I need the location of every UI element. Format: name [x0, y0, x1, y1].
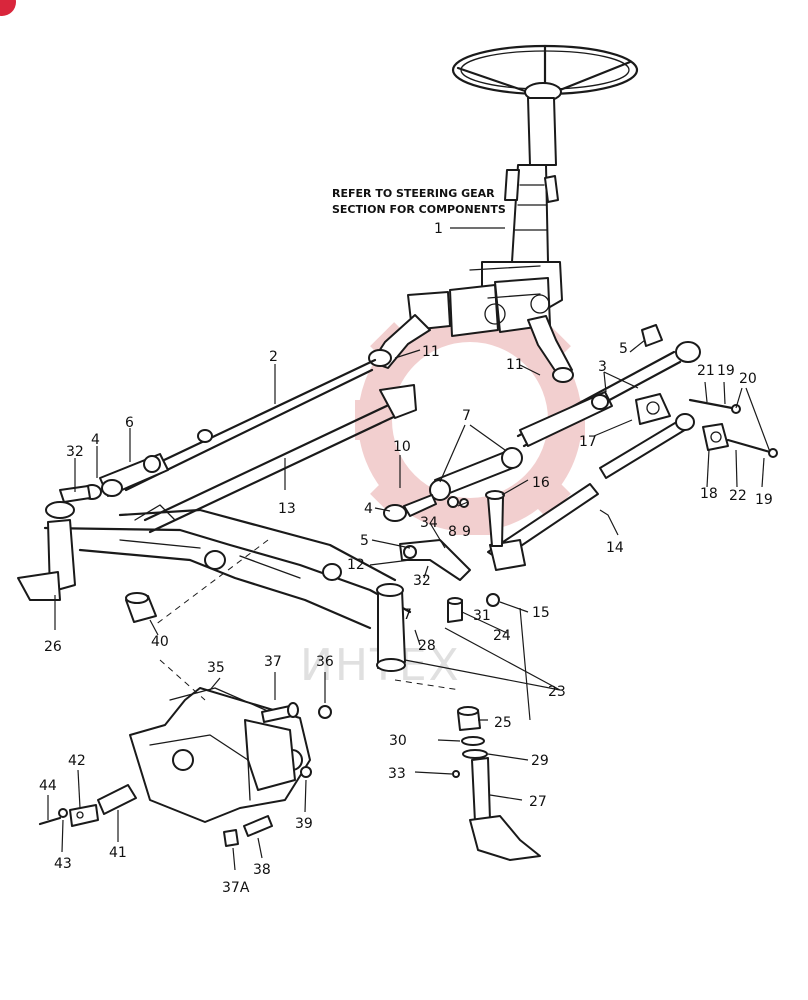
- callout-16: 16: [532, 475, 550, 491]
- callout-42: 42: [68, 753, 86, 769]
- bushing-31: [486, 593, 500, 607]
- bushing-40: [125, 592, 157, 623]
- callout-34: 34: [420, 515, 438, 531]
- callout-43: 43: [54, 856, 72, 872]
- stud-38: [243, 815, 273, 837]
- callout-2: 2: [269, 349, 278, 365]
- steering-gear-housing: [407, 261, 563, 337]
- left-steering-arm: [368, 314, 431, 369]
- callout-32-center: 32: [413, 573, 431, 589]
- callout-44: 44: [39, 778, 57, 794]
- callout-37a: 37A: [222, 880, 250, 896]
- callout-27: 27: [529, 794, 547, 810]
- pin-41: [97, 784, 137, 815]
- note-line-2: SECTION FOR COMPONENTS: [332, 203, 506, 216]
- callout-7-bottom: 7: [403, 607, 412, 623]
- callout-17: 17: [579, 434, 597, 450]
- bolt-37: [261, 702, 299, 723]
- callout-1: 1: [434, 221, 443, 237]
- steering-wheel: [451, 44, 639, 102]
- callout-39: 39: [295, 816, 313, 832]
- spindle-27: [469, 757, 541, 861]
- callout-41: 41: [109, 845, 127, 861]
- nut-39: [300, 766, 312, 778]
- bolt-44: [38, 816, 62, 826]
- callout-4-left: 4: [91, 432, 100, 448]
- callout-24: 24: [493, 628, 511, 644]
- callout-14: 14: [606, 540, 624, 556]
- callout-33: 33: [388, 766, 406, 782]
- seal-29: [462, 749, 488, 759]
- front-axle-beam: [43, 504, 412, 630]
- callout-32-left: 32: [66, 444, 84, 460]
- nut-8: [447, 496, 459, 508]
- nut-37a: [223, 829, 239, 847]
- bolt-21: [688, 398, 741, 414]
- left-spindle-26: [17, 501, 76, 601]
- leader-lines: [47, 227, 771, 871]
- callout-4-center: 4: [364, 501, 373, 517]
- callout-19-top: 19: [717, 363, 735, 379]
- callout-6: 6: [125, 415, 134, 431]
- tie-rod-end-6: [99, 453, 169, 497]
- assembly-line: [154, 539, 269, 626]
- tie-rod-3: [516, 350, 682, 448]
- pin-33: [452, 770, 460, 778]
- callout-8: 8: [448, 524, 457, 540]
- callout-38: 38: [253, 862, 271, 878]
- corner-badge: [0, 0, 16, 16]
- right-steering-arm: [527, 315, 574, 383]
- washer-30: [461, 736, 485, 746]
- bushing-25: [457, 706, 481, 731]
- callout-30: 30: [389, 733, 407, 749]
- right-axle-end-23: [376, 583, 406, 672]
- bolt-16: [485, 490, 505, 547]
- callout-26: 26: [44, 639, 62, 655]
- plate-42: [69, 804, 99, 827]
- callout-40: 40: [151, 634, 169, 650]
- ball-joint-4: [383, 494, 437, 522]
- callout-5-right: 5: [619, 341, 628, 357]
- callout-19-bottom: 19: [755, 492, 773, 508]
- callout-37: 37: [264, 654, 282, 670]
- callout-25: 25: [494, 715, 512, 731]
- spacer-24: [447, 597, 463, 623]
- callout-15: 15: [532, 605, 550, 621]
- callout-labels: 1 2 3 4 4 5 5 6 7 7 8 9 10 11 11 12 13 1…: [39, 221, 773, 896]
- callout-9: 9: [462, 524, 471, 540]
- ball-joint-4-left: [59, 484, 102, 503]
- callout-20: 20: [739, 371, 757, 387]
- tie-rod-13: [143, 384, 417, 534]
- callout-35: 35: [207, 660, 225, 676]
- cross-shaft-7: [429, 447, 523, 501]
- callout-21: 21: [697, 363, 715, 379]
- callout-11-left: 11: [422, 344, 440, 360]
- callout-12: 12: [347, 557, 365, 573]
- callout-29: 29: [531, 753, 549, 769]
- callout-23: 23: [548, 684, 566, 700]
- callout-11-right: 11: [506, 357, 524, 373]
- washer-43: [58, 808, 68, 818]
- note-line-1: REFER TO STEERING GEAR: [332, 187, 495, 200]
- ball-joint-5-right: [641, 324, 701, 363]
- nut-36: [318, 705, 332, 719]
- callout-31: 31: [473, 608, 491, 624]
- steering-column: [504, 97, 559, 263]
- clamp-18: [702, 423, 729, 451]
- callout-28: 28: [418, 638, 436, 654]
- callout-10: 10: [393, 439, 411, 455]
- callout-13: 13: [278, 501, 296, 517]
- callout-22: 22: [729, 488, 747, 504]
- callout-3: 3: [598, 359, 607, 375]
- callout-36: 36: [316, 654, 334, 670]
- callout-18: 18: [700, 486, 718, 502]
- callout-7-top: 7: [462, 408, 471, 424]
- steering-arm-12: [399, 539, 471, 581]
- bolt-22: [726, 438, 778, 458]
- clamp-17: [635, 393, 671, 425]
- callout-5-center: 5: [360, 533, 369, 549]
- radius-rod-14: [487, 413, 695, 571]
